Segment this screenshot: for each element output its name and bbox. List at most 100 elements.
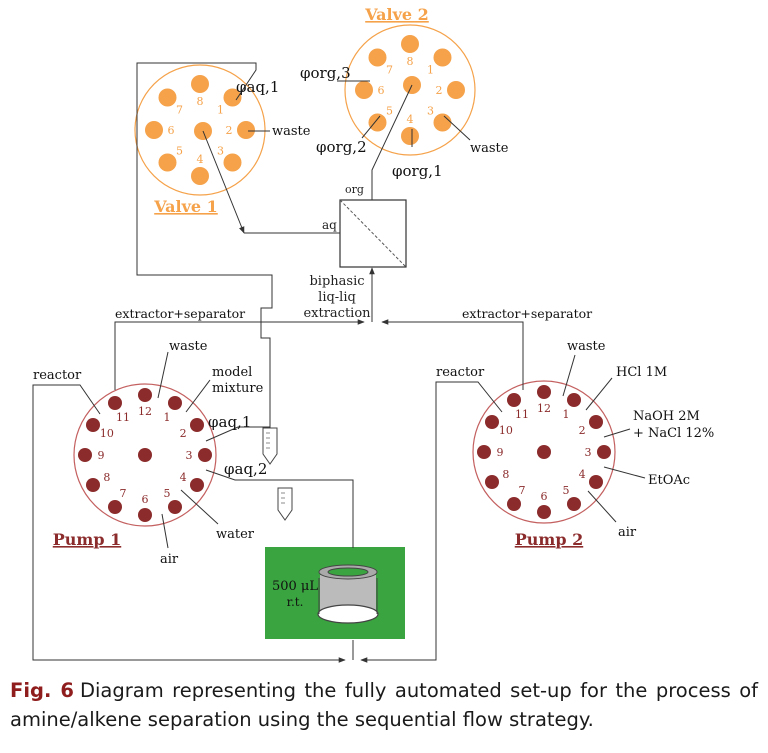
pump-1-model-line: [185, 379, 211, 413]
pump-1-aq1-line: [205, 426, 270, 442]
pump-2-port-12: [537, 385, 551, 399]
valve-1-port-label-4: 4: [197, 153, 204, 166]
pump-1-aq2-line: [205, 469, 354, 548]
valve-2-port-1: [433, 48, 452, 67]
extractor-right-label: extractor+separator: [462, 306, 592, 321]
separator: org aq biphasic liq-liq extraction: [303, 183, 407, 321]
separator-membrane: [339, 199, 407, 268]
pump-1-reactor-label: reactor: [33, 368, 82, 383]
pump-1-air-line: [161, 513, 169, 549]
pump-2-port-label-3: 3: [585, 446, 592, 459]
sample-tube-1: [262, 427, 278, 465]
valve-1-waste-label: waste: [272, 124, 311, 139]
pump-2-port-5: [567, 497, 581, 511]
pump-1-port-label-11: 11: [116, 411, 130, 424]
valve-2-port-label-6: 6: [378, 84, 385, 97]
valve-2-org1-label: φorg,1: [392, 162, 443, 180]
valve-2-port-label-3: 3: [427, 105, 434, 118]
pump-1-port-label-10: 10: [100, 427, 114, 440]
pump-1-title: Pump 1: [53, 530, 121, 549]
separator-org-label: org: [345, 183, 364, 196]
pump-1-water-line: [180, 489, 219, 525]
valve-2-port-label-2: 2: [436, 84, 443, 97]
pump-1-port-1: [168, 396, 182, 410]
pump-2-title: Pump 2: [515, 530, 583, 549]
pump-1-port-label-3: 3: [186, 449, 193, 462]
pump-1-port-label-1: 1: [164, 411, 171, 424]
pump-2-center-port: [537, 445, 551, 459]
valve-2-port-3: [433, 113, 452, 132]
valve-2-port-label-4: 4: [407, 113, 414, 126]
valve-1-port-label-3: 3: [217, 145, 224, 158]
pump-2-port-2: [589, 415, 603, 429]
valve-1-port-label-2: 2: [226, 124, 233, 137]
valve-2-waste-line: [443, 115, 471, 141]
org-line: [371, 84, 413, 200]
pump-1-port-label-6: 6: [142, 493, 149, 506]
valve-2-port-label-1: 1: [427, 64, 434, 77]
pump-2-reactor-label: reactor: [436, 365, 485, 380]
pump-2-waste-line: [562, 354, 576, 397]
pump-2-port-9: [477, 445, 491, 459]
extractor-left-label: extractor+separator: [115, 306, 245, 321]
pump-2-port-label-1: 1: [563, 408, 570, 421]
pump-1-port-4: [190, 478, 204, 492]
sample-tube-2: [277, 487, 293, 521]
pump-1-port-7: [108, 500, 122, 514]
pump-1-aq2-label: φaq,2: [224, 460, 267, 478]
valve-1-port-4: [191, 167, 209, 185]
pump-1-port-label-5: 5: [164, 487, 171, 500]
pump-1-port-label-9: 9: [98, 449, 105, 462]
pump-1-center-port: [138, 448, 152, 462]
pump-2-port-label-11: 11: [515, 408, 529, 421]
valve-2-port-5: [368, 113, 387, 132]
pump-2-port-label-10: 10: [499, 424, 513, 437]
valve-1-port-label-1: 1: [217, 104, 224, 117]
valve-2-title: Valve 2: [364, 5, 429, 24]
org2-line: [361, 115, 381, 139]
separator-caption-3: extraction: [303, 306, 371, 321]
pump-1-port-label-12: 12: [138, 405, 152, 418]
pump-2-port-label-8: 8: [502, 468, 509, 481]
pump-1-reactor-line: [32, 384, 346, 663]
pump-2-ring: [472, 380, 616, 524]
pump-1-water-label: water: [216, 527, 255, 542]
pump-2-hcl-line: [585, 377, 613, 411]
valve-1-ring: [134, 64, 266, 196]
valve-1-port-5: [158, 153, 177, 172]
flow-lines: [32, 62, 646, 663]
pump-2-naoh-line: [603, 428, 631, 438]
pump-2-reactor-line: [360, 381, 503, 663]
valve-2-port-7: [368, 48, 387, 67]
pump-1-port-9: [78, 448, 92, 462]
pump-2-port-label-5: 5: [563, 484, 570, 497]
pump-1-port-label-7: 7: [120, 487, 127, 500]
pump-1-port-label-2: 2: [180, 427, 187, 440]
valve-1-port-label-8: 8: [197, 95, 204, 108]
pump-2-port-label-12: 12: [537, 402, 551, 415]
pump-2-naoh-label-1: NaOH 2M: [633, 409, 700, 424]
pump-1-model-label-1: model: [212, 365, 252, 380]
pump-1-port-12: [138, 388, 152, 402]
valve-2-port-2: [447, 81, 465, 99]
valve-1-port-label-6: 6: [168, 124, 175, 137]
reactor-volume: 500 μL: [272, 579, 318, 594]
pump-1-ring: [73, 383, 217, 527]
valve-1-port-7: [158, 88, 177, 107]
valve-1-port-label-7: 7: [176, 104, 183, 117]
pump-1-waste-line: [157, 351, 169, 399]
valve-1-port-label-5: 5: [176, 145, 183, 158]
pump-2-etoac-label: EtOAc: [648, 473, 690, 488]
valve-1-port-3: [223, 153, 242, 172]
valve-2-port-4: [401, 127, 419, 145]
figure-label: Fig. 6: [10, 679, 74, 702]
extractor-line-left: [114, 319, 365, 390]
valve-2-port-label-8: 8: [407, 55, 414, 68]
reactor: 500 μL r.t.: [265, 547, 405, 639]
